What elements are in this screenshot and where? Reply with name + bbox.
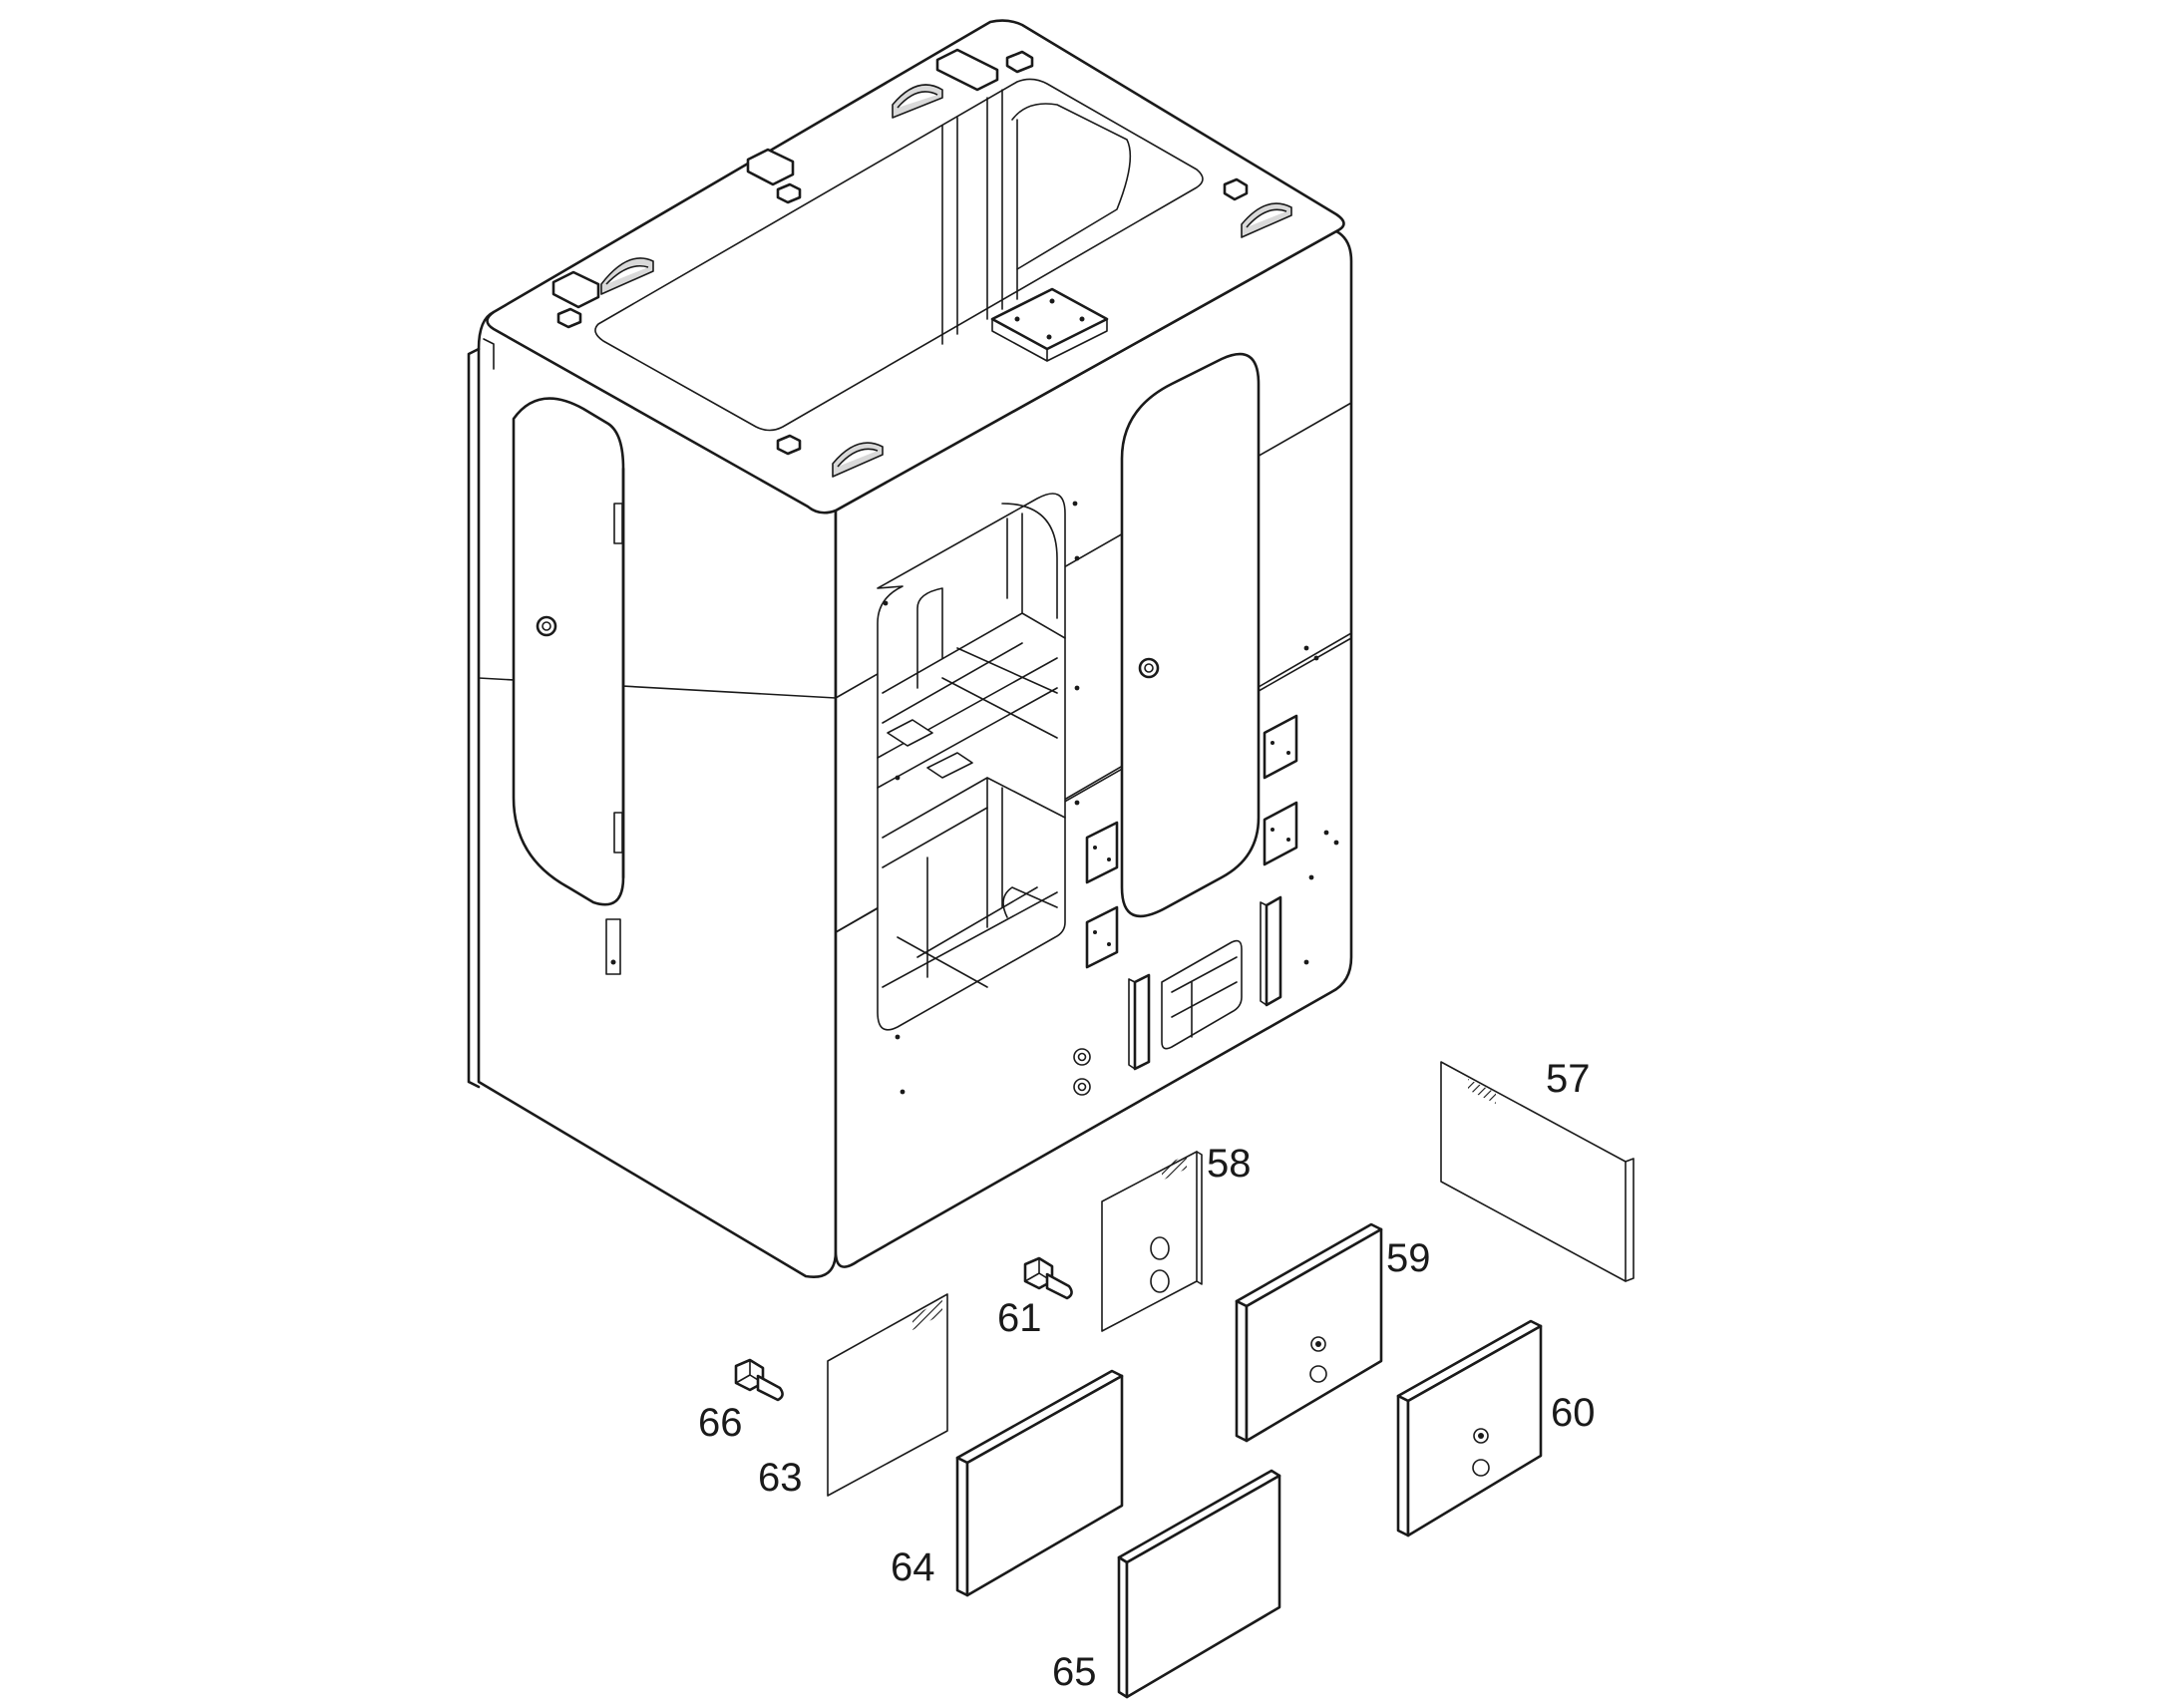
left-access-door [512,397,625,906]
lifting-lug [600,257,654,295]
callout-59: 59 [1386,1236,1431,1280]
lifting-lug [832,442,884,478]
callout-57: 57 [1546,1057,1591,1101]
part-63-panel [827,1293,948,1497]
part-66-bolt [734,1358,784,1402]
callout-66: 66 [698,1401,743,1445]
front-lower-opening [1161,939,1243,1050]
callout-64: 64 [891,1545,935,1589]
part-64-panel [955,1369,1124,1597]
part-57-panel [1440,1061,1635,1282]
top-opening [594,78,1204,432]
part-65-panel [1117,1469,1281,1699]
part-58-panel [1101,1151,1203,1332]
part-61-bolt [1023,1256,1073,1300]
lifting-lug [892,84,943,119]
callout-65: 65 [1052,1650,1097,1694]
cabinet-frame [467,19,1353,1279]
front-access-door [1120,352,1261,918]
callout-63: 63 [758,1456,803,1500]
callout-61: 61 [997,1296,1042,1340]
lifting-lug [1241,202,1292,238]
part-60-panel [1396,1319,1543,1537]
part-59-panel [1235,1222,1383,1443]
callout-60: 60 [1551,1391,1596,1435]
callout-58: 58 [1207,1142,1252,1186]
